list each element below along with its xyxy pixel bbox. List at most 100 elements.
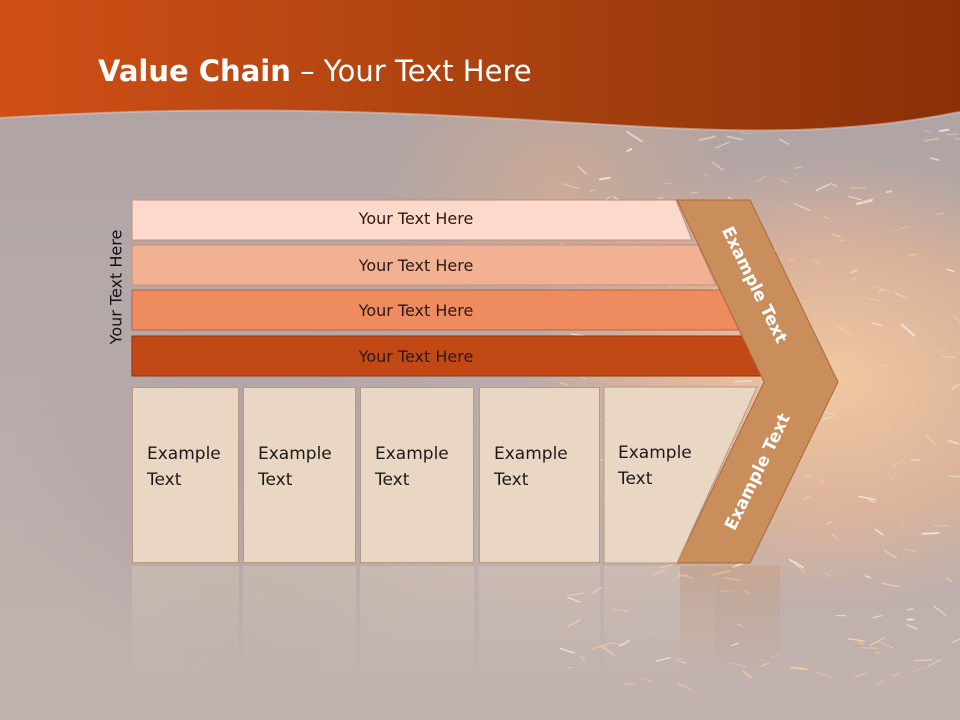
spark xyxy=(822,215,831,220)
box-line2: Text xyxy=(258,470,293,490)
spark xyxy=(669,380,680,383)
spark xyxy=(860,198,874,204)
spark xyxy=(559,381,569,387)
spark xyxy=(953,315,960,322)
spark xyxy=(927,659,942,667)
spark xyxy=(832,233,841,238)
spark xyxy=(951,382,960,390)
spark xyxy=(906,624,919,631)
reflection-box xyxy=(132,566,239,686)
spark xyxy=(659,563,674,569)
spark xyxy=(831,533,840,541)
spark xyxy=(561,183,580,190)
spark xyxy=(730,662,747,667)
title-bold: Value Chain xyxy=(98,54,291,88)
spark xyxy=(946,268,955,273)
spark xyxy=(812,259,822,265)
box-line1: Example xyxy=(618,443,692,463)
spark xyxy=(871,322,883,327)
spark xyxy=(815,183,831,191)
box-line1: Example xyxy=(494,444,568,464)
spark xyxy=(854,672,868,678)
bar-1 xyxy=(131,199,693,241)
spark xyxy=(715,141,730,149)
spark xyxy=(579,654,586,661)
spark xyxy=(945,576,953,583)
spark xyxy=(626,130,643,143)
spark xyxy=(858,495,877,501)
spark xyxy=(948,439,959,445)
spark xyxy=(794,166,803,169)
spark xyxy=(874,679,886,686)
box-line1: Example xyxy=(147,444,221,464)
bar-label-2: Your Text Here xyxy=(358,256,474,275)
spark xyxy=(903,547,917,553)
spark xyxy=(872,614,883,619)
spark xyxy=(892,672,900,677)
spark xyxy=(770,653,780,659)
spark xyxy=(623,682,635,685)
spark xyxy=(790,666,808,671)
spark xyxy=(568,592,585,596)
spark xyxy=(618,639,630,648)
spark xyxy=(878,289,884,293)
spark xyxy=(778,138,790,146)
spark xyxy=(592,587,603,594)
spark xyxy=(857,641,864,645)
spark xyxy=(850,187,867,189)
spark xyxy=(756,175,766,183)
spark xyxy=(760,658,766,662)
spark xyxy=(825,520,832,526)
spark xyxy=(640,677,653,683)
reflection-box xyxy=(604,566,714,686)
spark xyxy=(742,670,753,679)
spark xyxy=(814,670,832,679)
spark xyxy=(864,575,871,579)
spark xyxy=(787,259,795,262)
spark xyxy=(829,182,838,187)
spark xyxy=(906,608,914,611)
spark xyxy=(901,323,916,337)
spark xyxy=(850,357,860,361)
box-line1: Example xyxy=(375,444,449,464)
spark xyxy=(723,577,742,582)
spark xyxy=(824,411,833,415)
spark xyxy=(914,659,933,662)
bar-2 xyxy=(131,244,717,286)
spark xyxy=(900,520,906,524)
slide-title: Value Chain – Your Text Here xyxy=(98,54,532,88)
spark xyxy=(837,325,851,336)
spark xyxy=(590,189,596,192)
spark xyxy=(802,495,811,501)
spark xyxy=(935,212,944,216)
spark xyxy=(677,573,694,579)
spark xyxy=(868,297,881,302)
spark xyxy=(869,637,885,646)
spark xyxy=(793,203,811,212)
spark xyxy=(600,644,615,656)
spark xyxy=(567,618,582,628)
bar-label-1: Your Text Here xyxy=(358,209,474,228)
spark xyxy=(946,475,960,478)
spark xyxy=(760,661,770,667)
spark xyxy=(691,191,698,194)
spark xyxy=(818,479,825,483)
spark xyxy=(726,135,744,141)
spark xyxy=(885,190,893,194)
spark xyxy=(889,476,895,481)
spark xyxy=(788,558,804,569)
spark xyxy=(921,532,940,535)
spark xyxy=(925,434,936,446)
spark xyxy=(677,683,692,690)
spark xyxy=(652,633,659,636)
spark xyxy=(567,596,581,603)
spark xyxy=(891,459,904,467)
